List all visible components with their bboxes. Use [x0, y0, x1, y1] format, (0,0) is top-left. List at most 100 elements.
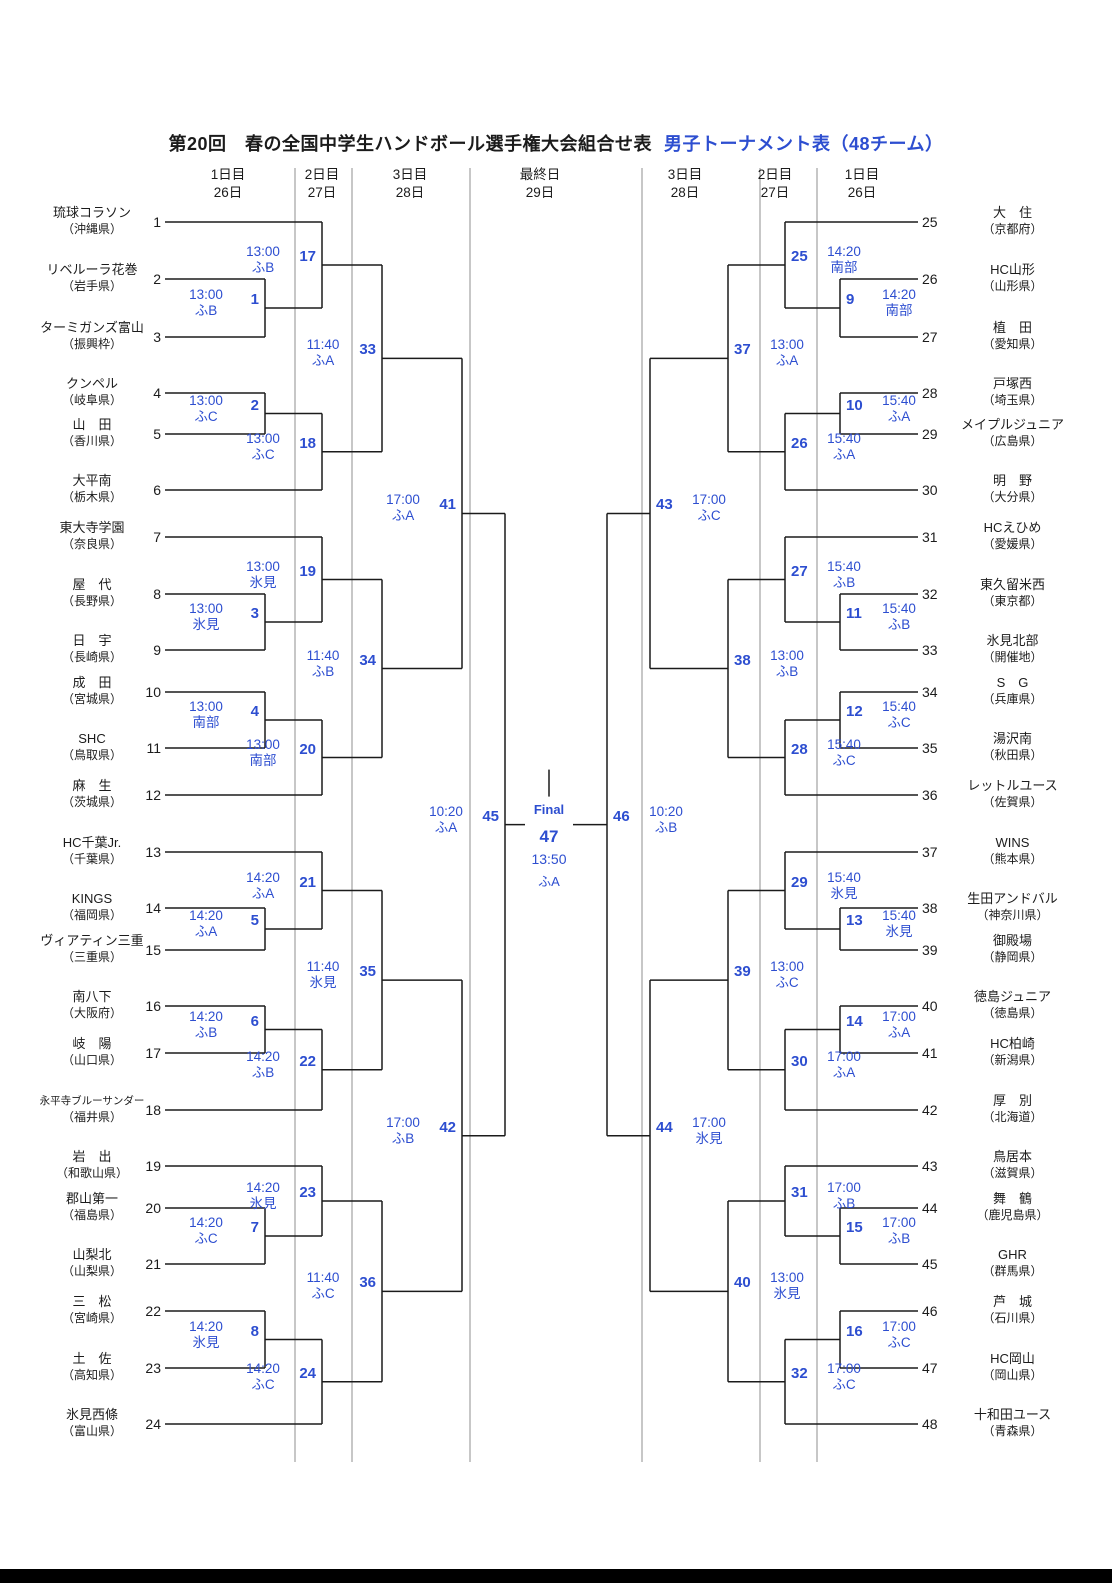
team-name: KINGS [71, 891, 113, 906]
team-seed: 4 [153, 385, 161, 401]
match-time-venue: 13:00 南部 [246, 736, 280, 768]
title-sub: 男子トーナメント表（48チーム） [664, 134, 944, 154]
match-number: 46 [613, 807, 630, 825]
team-seed: 6 [153, 482, 161, 498]
match-time-venue: 14:20 氷見 [246, 1180, 280, 1211]
team-label: 徳島ジュニア（徳島県） [945, 989, 1080, 1021]
team-seed: 22 [145, 1303, 161, 1319]
match-time-venue: 15:40 ふA [827, 430, 861, 462]
match-time-venue: 14:20 南部 [882, 287, 916, 318]
team-seed: 1 [153, 214, 161, 230]
team-seed: 11 [146, 740, 161, 756]
team-seed: 40 [922, 998, 938, 1014]
team-seed: 36 [922, 787, 938, 803]
team-seed: 42 [922, 1102, 938, 1118]
team-name: メイプルジュニア [960, 417, 1065, 432]
match-number: 6 [250, 1012, 259, 1030]
match-number: 4 [250, 703, 259, 720]
team-prefecture: （宮城県） [61, 692, 122, 706]
team-name: HC柏崎 [990, 1036, 1035, 1051]
team-prefecture: （岡山県） [982, 1368, 1043, 1382]
team-prefecture: （茨城県） [61, 795, 122, 809]
match-number: 43 [656, 496, 673, 514]
match-number: 21 [299, 873, 316, 891]
team-label: 大 住（京都府） [945, 205, 1080, 237]
match-time-venue: 10:20 ふB [649, 803, 683, 835]
team-prefecture: （群馬県） [982, 1264, 1043, 1278]
team-prefecture: （奈良県） [61, 537, 122, 551]
team-prefecture: （京都府） [982, 222, 1043, 236]
team-prefecture: （広島県） [982, 434, 1043, 448]
team-name: ターミガンズ富山 [40, 320, 144, 335]
team-seed: 19 [145, 1158, 161, 1174]
match-time-venue: 14:20 ふB [246, 1048, 280, 1080]
team-label: 十和田ユース（青森県） [945, 1407, 1080, 1439]
team-seed: 48 [922, 1416, 938, 1432]
team-seed: 30 [922, 482, 938, 498]
final-time: 13:50 [531, 850, 567, 867]
team-label: 岩 出（和歌山県） [25, 1149, 159, 1181]
title-main: 第20回 春の全国中学生ハンドボール選手権大会組合せ表 [168, 134, 653, 154]
team-label: 東大寺学園（奈良県） [25, 520, 159, 552]
match-number: 36 [359, 1274, 376, 1292]
match-time-venue: 13:00 ふB [246, 244, 280, 275]
match-number: 5 [250, 912, 259, 929]
match-time-venue: 17:00 ふA [827, 1048, 861, 1080]
match-number: 27 [791, 562, 808, 580]
team-label: メイプルジュニア （広島県） [945, 417, 1080, 449]
match-number: 15 [846, 1219, 863, 1236]
team-prefecture: （高知県） [61, 1368, 122, 1382]
match-time-venue: 14:20 ふA [189, 908, 223, 939]
team-prefecture: （和歌山県） [55, 1166, 128, 1180]
match-number: 20 [299, 740, 316, 758]
team-label: 氷見北部（開催地） [945, 633, 1080, 665]
team-label: 山 田（香川県） [25, 417, 159, 449]
team-label: GHR（群馬県） [945, 1247, 1080, 1279]
match-number: 16 [846, 1322, 863, 1340]
team-seed: 45 [922, 1256, 938, 1272]
team-prefecture: （栃木県） [61, 490, 122, 504]
team-seed: 21 [145, 1256, 161, 1272]
match-number: 24 [299, 1364, 316, 1382]
match-number: 2 [250, 396, 259, 414]
team-name: 郡山第一 [65, 1191, 118, 1206]
team-label: WINS（熊本県） [945, 835, 1080, 867]
team-label: クンペル（岐阜県） [25, 376, 159, 408]
team-label: HCえひめ（愛媛県） [945, 520, 1080, 552]
team-seed: 39 [922, 942, 938, 958]
team-seed: 27 [922, 329, 938, 345]
team-name: 山梨北 [72, 1247, 112, 1262]
team-seed: 44 [922, 1200, 938, 1216]
team-prefecture: （大阪府） [61, 1006, 122, 1020]
match-number: 11 [846, 605, 862, 622]
team-name: 南八下 [72, 989, 112, 1004]
team-prefecture: （福井県） [61, 1110, 122, 1124]
page-title: 第20回 春の全国中学生ハンドボール選手権大会組合せ表男子トーナメント表（48チ… [0, 130, 1112, 156]
match-time-venue: 17:00 ふB [386, 1114, 420, 1146]
team-seed: 28 [922, 385, 938, 401]
team-seed: 8 [153, 586, 161, 602]
match-number: 32 [791, 1364, 808, 1382]
team-name: 湯沢南 [992, 731, 1032, 746]
team-seed: 16 [145, 998, 161, 1014]
final-label: Final [533, 801, 565, 817]
team-label: 植 田（愛知県） [945, 320, 1080, 352]
team-prefecture: （埼玉県） [982, 393, 1043, 407]
team-label: HC千葉Jr.（千葉県） [25, 835, 159, 867]
team-prefecture: （香川県） [61, 434, 122, 448]
day-header: 2日目 27日 [757, 167, 793, 200]
match-time-venue: 11:40 ふB [306, 647, 340, 679]
team-prefecture: （青森県） [982, 1424, 1043, 1438]
team-label: 舞 鶴（鹿児島県） [945, 1191, 1080, 1223]
team-seed: 35 [922, 740, 938, 756]
team-label: リベルーラ花巻（岩手県） [25, 262, 159, 294]
match-number: 35 [359, 963, 376, 981]
match-number: 31 [791, 1184, 808, 1201]
team-seed: 5 [153, 426, 161, 442]
team-name: リベルーラ花巻 [46, 262, 138, 277]
team-prefecture: （長野県） [61, 594, 122, 608]
team-name: 土 佐 [72, 1351, 112, 1366]
match-number: 30 [791, 1052, 808, 1070]
team-name: クンペル [65, 376, 118, 391]
